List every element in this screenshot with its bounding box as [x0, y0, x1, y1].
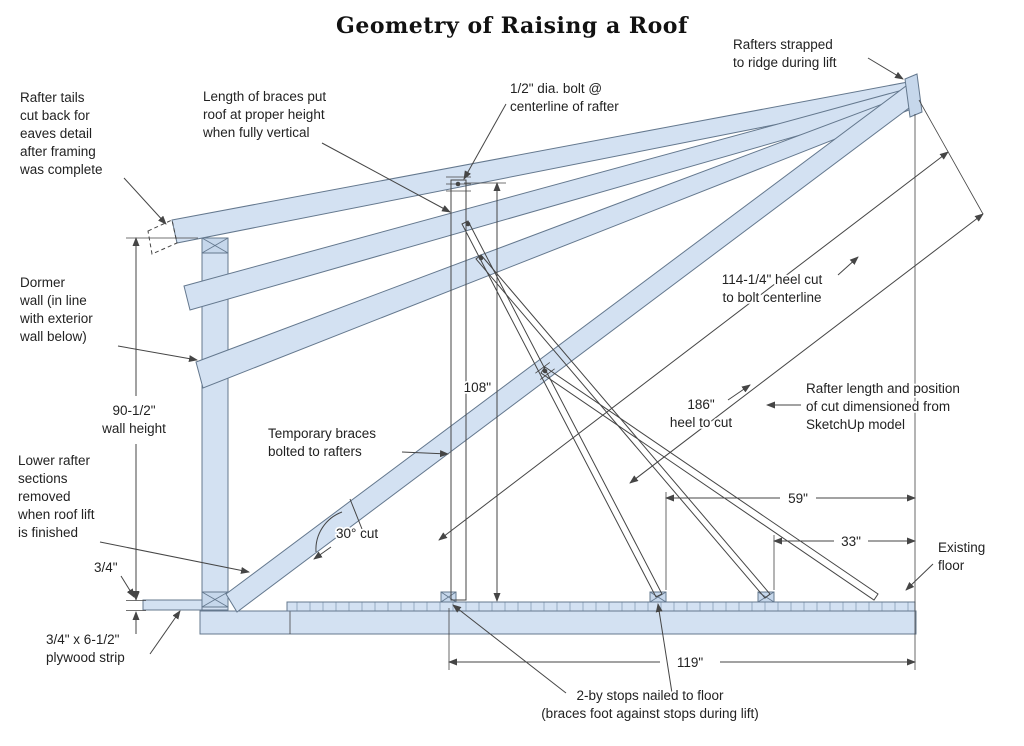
label-30-cut: 30° cut: [336, 526, 378, 541]
label-stops: (braces foot against stops during lift): [541, 706, 759, 721]
label-sketchup: SketchUp model: [806, 417, 905, 432]
label-dormer-wall: wall (in line: [19, 293, 87, 308]
label-bolt: 1/2" dia. bolt @: [510, 81, 602, 96]
floor-slab: [199, 610, 917, 635]
label-temporary-braces: bolted to rafters: [268, 444, 362, 459]
label-wall-height: wall height: [101, 421, 166, 436]
label-rafters-strapped: to ridge during lift: [733, 55, 837, 70]
label-brace-length: when fully vertical: [202, 125, 310, 140]
rafter-positions: [147, 81, 918, 613]
label-brace-length: Length of braces put: [203, 89, 326, 104]
label-rafter-tails: was complete: [19, 162, 103, 177]
bolt-icon: [465, 221, 471, 227]
label-heel-cut: to bolt centerline: [722, 290, 821, 305]
label-rafter-tails: cut back for: [20, 108, 90, 123]
label-dormer-wall: with exterior: [19, 311, 93, 326]
bolt-icon: [455, 181, 461, 187]
label-sketchup: of cut dimensioned from: [806, 399, 950, 414]
existing-floor-assembly: [142, 599, 917, 635]
label-lower-rafter: removed: [18, 489, 71, 504]
dim-119-label: 119": [677, 655, 704, 670]
bolt-icon: [478, 255, 484, 261]
cut-line-mark: [349, 498, 363, 530]
label-sketchup: Rafter length and position: [806, 381, 960, 396]
label-heel-to-cut: 186": [687, 397, 715, 412]
dim-108-label: 108": [464, 380, 492, 395]
label-plywood-strip: plywood strip: [46, 650, 125, 665]
page-title: Geometry of Raising a Roof: [336, 13, 689, 39]
label-lower-rafter: sections: [18, 471, 68, 486]
label-brace-length: roof at proper height: [203, 107, 325, 122]
cut-rafter-tail-outline: [147, 219, 178, 255]
floor-stops: [440, 591, 775, 603]
label-rafter-tails: after framing: [20, 144, 96, 159]
plywood-strip: [142, 599, 203, 611]
dim-33-label: 33": [841, 534, 861, 549]
label-lower-rafter: Lower rafter: [18, 453, 91, 468]
label-existing-floor: floor: [938, 558, 965, 573]
label-rafter-tails: Rafter tails: [20, 90, 85, 105]
label-stops: 2-by stops nailed to floor: [576, 688, 724, 703]
label-rafters-strapped: Rafters strapped: [733, 37, 833, 52]
leader-lines: [99, 57, 934, 694]
dimension-lines: [126, 99, 984, 670]
label-rafter-tails: eaves detail: [20, 126, 92, 141]
label-dormer-wall: wall below): [19, 329, 87, 344]
label-bolt: centerline of rafter: [510, 99, 619, 114]
label-heel-to-cut: heel to cut: [670, 415, 733, 430]
label-temporary-braces: Temporary braces: [268, 426, 376, 441]
angle-arc: [315, 511, 343, 553]
label-existing-floor: Existing: [938, 540, 985, 555]
label-wall-height: 90-1/2": [112, 403, 155, 418]
label-dormer-wall: Dormer: [20, 275, 66, 290]
dim-34-label: 3/4": [94, 560, 118, 575]
dim-59-label: 59": [788, 491, 808, 506]
label-lower-rafter: is finished: [18, 525, 78, 540]
label-lower-rafter: when roof lift: [17, 507, 95, 522]
annotations: Geometry of Raising a Roof Rafters strap…: [15, 11, 987, 723]
floor-deck-strip: [286, 601, 916, 612]
ridge-board: [904, 73, 923, 118]
label-heel-cut: 114-1/4" heel cut: [722, 272, 823, 287]
label-plywood-strip: 3/4" x 6-1/2": [46, 632, 120, 647]
